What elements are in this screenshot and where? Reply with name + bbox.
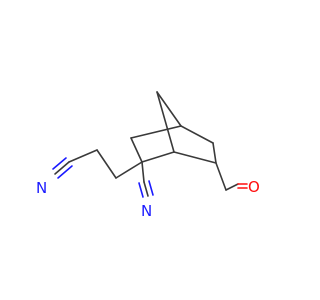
bond-c3-ch2 [115,161,143,179]
bond-c2-c3 [130,137,143,163]
bond-c1-c2 [130,125,182,139]
cyanoethyl-chain [52,149,143,179]
atom-o-aldehyde: O [248,178,260,196]
bond-c7-c4 [156,91,175,153]
bond-c3-cn-carbon [141,161,145,183]
atom-n-left: N [36,179,47,197]
triple-bond-left-c [57,165,73,179]
molecule-structure: N N O [36,91,260,220]
triple-bond-bottom-c [148,180,154,196]
triple-bond-left-a [54,161,70,175]
bond-c1-c6 [180,125,214,144]
bond-c3-c4 [141,151,175,163]
bond-cho-carbon [225,183,239,191]
bond-c5-c4 [173,151,217,164]
quaternary-nitrile [138,161,154,198]
triple-bond-left-b [52,157,67,170]
bond-ch2-cn-carbon [68,149,98,163]
aldehyde-group [215,162,248,191]
atom-n-bottom: N [141,202,152,220]
bond-c7-c1 [156,91,182,127]
bond-ch2-ch2 [96,149,117,179]
triple-bond-bottom-a [143,181,149,197]
bond-c6-c5 [212,142,217,164]
bond-c5-cho [215,162,227,191]
ring-bonds [130,91,217,164]
triple-bond-bottom-b [138,182,144,198]
